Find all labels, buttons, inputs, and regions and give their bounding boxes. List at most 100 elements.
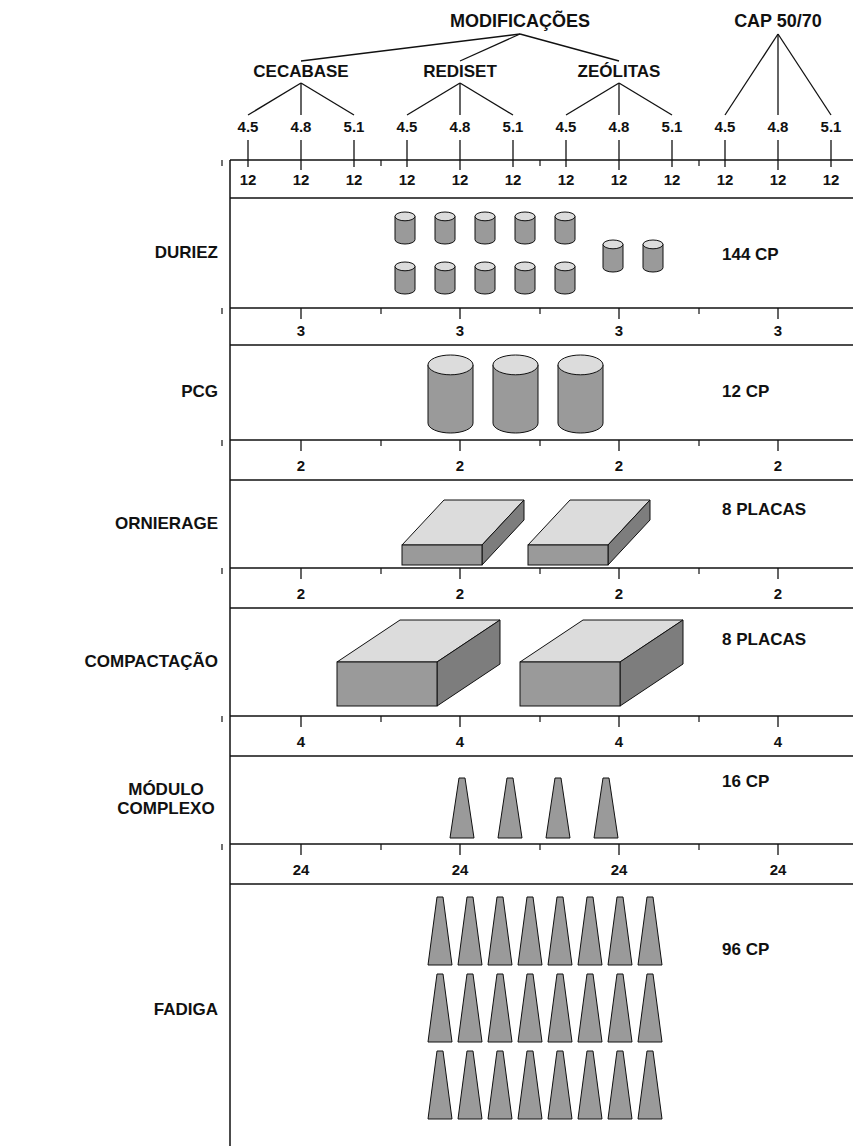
tick [380,844,381,850]
tick [380,160,381,166]
branch-line [778,34,831,115]
specimen-count: 12 [399,172,416,189]
tick [459,440,460,451]
rutting-slab [402,500,524,565]
duriez-specimen [515,212,535,244]
specimens [337,212,683,1119]
ruler-number: 3 [615,323,623,340]
tick [618,568,619,579]
binder-content: 4.5 [556,119,577,136]
duriez-specimen [475,262,495,294]
frame-edge [230,755,853,757]
specimen-count: 12 [717,172,734,189]
tick [380,308,381,314]
specimen-count: 12 [558,172,575,189]
test-total: 12 CP [722,383,769,402]
ruler-number: 2 [615,586,623,603]
ruler-number: 4 [297,734,305,751]
fatigue-specimen [428,1051,452,1119]
tick [459,844,460,855]
tick [459,308,460,319]
duriez-specimen [643,240,663,272]
group-heading: CAP 50/70 [734,12,822,32]
frame-edge [230,607,853,609]
fatigue-specimen [488,897,512,965]
duriez-specimen [435,262,455,294]
tick [380,716,381,722]
fatigue-specimen [428,974,452,1042]
fatigue-specimen [638,1051,662,1119]
branch-line [407,83,460,115]
frame-edge [230,307,853,309]
ruler-number: 2 [297,586,305,603]
fatigue-specimen [488,974,512,1042]
duriez-specimen [603,240,623,272]
tick [698,440,699,446]
tick [724,140,725,167]
test-total: 144 CP [722,246,779,265]
modulus-specimen [498,778,522,838]
specimen-count: 12 [664,172,681,189]
fatigue-specimen [548,974,572,1042]
modulus-specimen [546,778,570,838]
tick [698,160,699,166]
ruler-number: 2 [456,586,464,603]
tick [221,160,222,166]
tick [698,568,699,574]
branch-line [777,34,778,115]
binder-content: 4.5 [715,119,736,136]
frame-lines [222,34,853,1146]
ruler-number: 3 [456,323,464,340]
frame-edge [230,567,853,569]
tick [698,716,699,722]
branch-line [618,83,619,115]
tick [300,308,301,319]
ruler-number: 24 [452,862,469,879]
tick [777,568,778,579]
test-name: FADIGA [154,1001,218,1020]
fatigue-specimen [548,1051,572,1119]
fatigue-specimen [518,897,542,965]
test-name: PCG [181,383,218,402]
frame-edge [230,159,853,161]
specimen-count: 12 [240,172,257,189]
tick [565,140,566,167]
binder-content: 4.5 [238,119,259,136]
tick [539,844,540,850]
pcg-specimen [428,355,473,433]
specimen-count: 12 [293,172,310,189]
binder-content: 5.1 [821,119,842,136]
fatigue-specimen [578,897,602,965]
fatigue-specimen [608,897,632,965]
ruler-number: 24 [611,862,628,879]
tick [221,568,222,574]
branch-line [301,34,520,61]
fatigue-specimen [518,974,542,1042]
branch-line [460,34,520,61]
ruler-number: 24 [293,862,310,879]
ruler-number: 2 [297,458,305,475]
branch-line [460,83,513,115]
tick [247,140,248,167]
test-total: 8 PLACAS [722,631,806,650]
pcg-specimen [558,355,603,433]
fatigue-specimen [518,1051,542,1119]
specimen-count: 12 [452,172,469,189]
specimen-count: 12 [823,172,840,189]
test-total: 96 CP [722,941,769,960]
tick [618,308,619,319]
specimen-count: 12 [346,172,363,189]
tick [221,440,222,446]
test-name: MÓDULO COMPLEXO [114,781,218,818]
tick [618,440,619,451]
binder-content: 4.8 [291,119,312,136]
duriez-specimen [475,212,495,244]
frame-edge [230,344,853,346]
modulus-specimen [594,778,618,838]
tick [300,716,301,727]
tick [777,844,778,855]
fatigue-specimen [638,974,662,1042]
branch-line [566,83,619,115]
tick [459,568,460,579]
tick [300,440,301,451]
